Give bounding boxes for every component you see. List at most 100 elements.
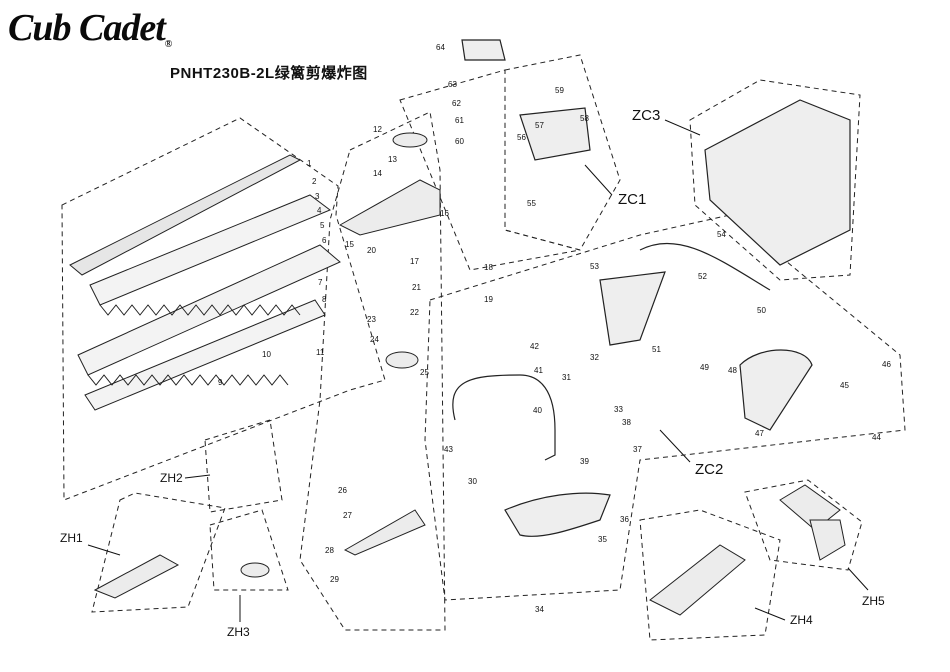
zh2-region-boundary [204,419,283,513]
part-label: 41 [534,366,543,375]
arrow-zh5 [847,567,869,591]
gear-housing-lower [343,509,426,556]
part-label: 38 [622,418,631,427]
engine-and-handle [452,39,851,537]
part-label: 21 [412,283,421,292]
part-label: 12 [373,125,382,134]
cover-plate [779,484,841,531]
part-label: 24 [370,335,379,344]
blade-guard-bar [69,154,302,276]
rear-handle [739,349,813,431]
part-label: 14 [373,169,382,178]
part-label: 44 [872,433,881,442]
page-title: PNHT230B-2L绿篱剪爆炸图 [170,65,368,82]
part-label: 31 [562,373,571,382]
part-number-labels: 1 2 3 4 5 6 7 8 9 10 11 12 13 14 15 16 1… [218,43,891,614]
zh4-housing [649,544,746,616]
part-label: 26 [338,486,347,495]
label-zh4: ZH4 [790,613,813,627]
arrow-zc2 [659,429,691,463]
part-label: 48 [728,366,737,375]
part-label: 39 [580,457,589,466]
part-label: 34 [535,605,544,614]
part-label: 58 [580,114,589,123]
part-label: 10 [262,350,271,359]
bottom-guard [504,492,611,537]
zh1-region-boundary [91,492,226,613]
arrow-zh1 [87,544,121,556]
arrow-zh4 [754,607,786,621]
blade-bottom [77,244,341,376]
part-label: 9 [218,378,223,387]
fuel-tank-bracket [599,271,666,346]
part-label: 63 [448,80,457,89]
part-label: 45 [840,381,849,390]
gear-cup [392,132,428,148]
cover-plate-2 [809,519,846,561]
part-label: 13 [388,155,397,164]
blade-region-boundary [61,117,386,501]
part-label: 6 [322,236,327,245]
part-label: 46 [882,360,891,369]
part-label: 64 [436,43,445,52]
part-label: 4 [317,206,322,215]
label-zc1: ZC1 [618,191,646,208]
part-label: 49 [700,363,709,372]
part-label: 29 [330,575,339,584]
part-label: 56 [517,133,526,142]
zh1-housing [93,554,180,599]
central-region-boundary [299,111,446,631]
part-label: 43 [444,445,453,454]
part-label: 8 [322,295,327,304]
label-zc2: ZC2 [695,461,723,478]
part-label: 42 [530,342,539,351]
zc3-region-boundary [689,79,861,281]
zc1-region-boundary [504,54,621,251]
blade-top [89,194,332,306]
part-label: 36 [620,515,629,524]
part-label: 23 [367,315,376,324]
label-zh5: ZH5 [862,594,885,608]
part-label: 17 [410,257,419,266]
registered-mark: ® [164,39,173,50]
part-label: 28 [325,546,334,555]
part-label: 16 [440,209,449,218]
upper-middle-boundary [399,69,581,271]
front-handle [452,374,556,461]
gear-housings [93,132,846,616]
engine-block [704,99,851,266]
arrow-zc1 [584,164,613,196]
zh5-region-boundary [744,479,863,571]
part-label: 7 [318,278,323,287]
zc2-region-boundary [424,214,906,601]
part-label: 62 [452,99,461,108]
part-label: 59 [555,86,564,95]
part-label: 32 [590,353,599,362]
arrow-zc3 [664,119,701,136]
group-labels: ZC3 ZC1 ZC2 ZH2 ZH1 ZH3 ZH4 ZH5 [60,107,885,639]
part-label: 54 [717,230,726,239]
gearbox-zc1 [519,107,591,161]
part-label: 25 [420,368,429,377]
part-label: 27 [343,511,352,520]
throttle-cable [639,242,771,291]
zh3-region-boundary [209,509,289,591]
group-boundaries [61,54,906,641]
part-label: 22 [410,308,419,317]
blade-lower [84,299,326,411]
part-label: 60 [455,137,464,146]
part-label: 55 [527,199,536,208]
part-label: 51 [652,345,661,354]
blade-teeth-lower [87,374,289,386]
part-label: 30 [468,477,477,486]
part-label: 35 [598,535,607,544]
part-label: 19 [484,295,493,304]
logo-text: Cub Cadet [8,7,166,49]
part-label: 3 [315,192,320,201]
part-label: 47 [755,429,764,438]
label-zh2: ZH2 [160,471,183,485]
gear-wheel [385,351,419,369]
clutch-housing [461,39,506,61]
part-label: 50 [757,306,766,315]
